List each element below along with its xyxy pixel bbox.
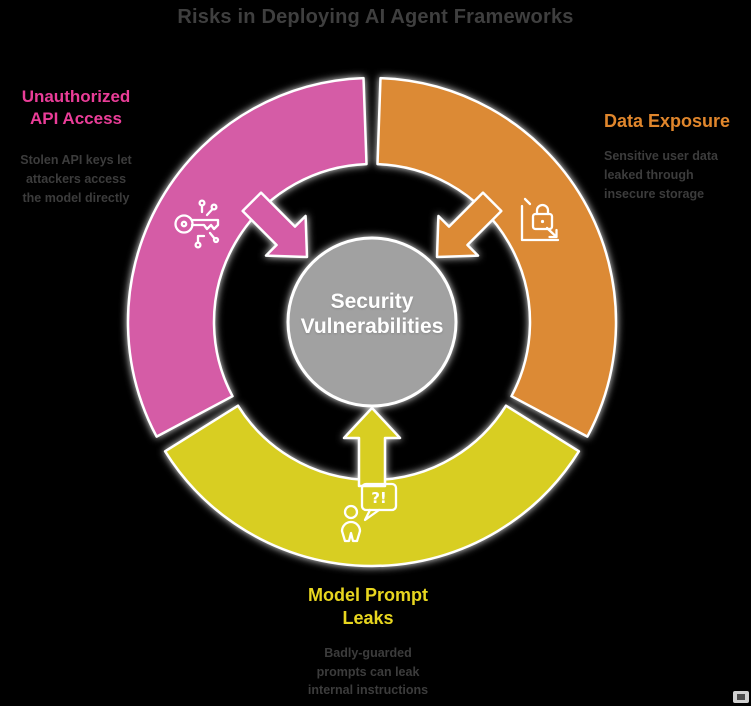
model-prompt-leaks-description: Badly-guarded prompts can leak internal … [307,645,429,698]
segment-data-exposure [376,76,618,438]
diagram-title: Risks in Deploying AI Agent Frameworks [177,6,574,28]
prompt-person-icon: ?! [340,482,398,543]
center-label-line2: Vulnerabilities [300,314,444,338]
data-exposure-heading: Data Exposure [604,111,731,131]
center-circle [286,236,458,408]
data-exposure-description: Sensitive user data leaked through insec… [604,149,718,201]
api-key-icon [174,199,220,249]
model-prompt-leaks-heading: Model Prompt Leaks [308,585,428,629]
arrow-orange-inward [435,191,503,259]
arrow-pink-inward [241,191,309,259]
section-model-prompt-leaks: Model Prompt Leaks Badly-guarded prompts… [266,584,470,700]
arrow-yellow-inward [342,406,402,488]
bubble-text: ?! [371,489,387,507]
data-lock-icon [520,197,560,242]
center-label-line1: Security [330,290,414,313]
section-unauthorized-api: Unauthorized API Access Stolen API keys … [2,86,150,207]
unauthorized-api-description: Stolen API keys let attackers access the… [20,153,132,205]
center-label: Security Vulnerabilities [262,290,482,340]
corner-watermark [733,691,749,703]
section-data-exposure: Data Exposure Sensitive user data leaked… [604,110,750,204]
unauthorized-api-heading: Unauthorized API Access [21,87,131,129]
